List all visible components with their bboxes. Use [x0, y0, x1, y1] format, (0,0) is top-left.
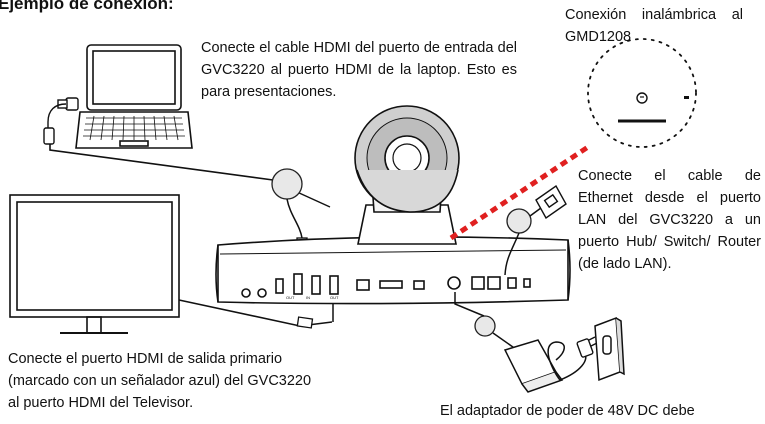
svg-text:IN: IN	[306, 295, 310, 300]
hdmi-out-plug-icon	[296, 316, 314, 329]
hdmi-plug-icon	[43, 97, 79, 145]
laptop-icon	[75, 44, 193, 149]
laptop-caption: Conecte el cable HDMI del puerto de entr…	[201, 40, 517, 100]
svg-text:OUT: OUT	[286, 295, 295, 300]
power-adapter-icon	[503, 339, 564, 393]
hdmi-cable-laptop	[49, 144, 274, 181]
camera-head-icon	[354, 105, 460, 245]
zoom-callout-hdmi-in	[271, 168, 303, 200]
power-plug-icon	[576, 336, 598, 358]
gmd1208-mic-icon	[587, 38, 697, 148]
wireless-caption: Conexión inalámbrica al GMD1208	[565, 7, 743, 45]
tv-monitor-icon	[9, 194, 180, 334]
diagram-title: Ejemplo de conexión:	[0, 0, 174, 13]
wall-outlet-icon	[594, 316, 625, 382]
wireless-link	[449, 144, 590, 241]
tv-caption: Conecte el puerto HDMI de salida primari…	[8, 351, 312, 411]
zoom-callout-ethernet	[506, 208, 532, 234]
zoom-callout-power	[474, 315, 496, 337]
ethernet-jack-icon	[535, 184, 567, 220]
ethernet-cable	[504, 232, 520, 276]
svg-text:OUT: OUT	[330, 295, 339, 300]
hdmi-cable-leader	[296, 191, 331, 208]
power-caption: El adaptador de poder de 48V DC debe	[440, 403, 695, 419]
ethernet-caption: Conecte el cable de Ethernet desde el pu…	[578, 168, 761, 272]
power-cable	[454, 292, 485, 317]
gvc3220-base-icon: OUT IN OUT	[215, 236, 571, 305]
